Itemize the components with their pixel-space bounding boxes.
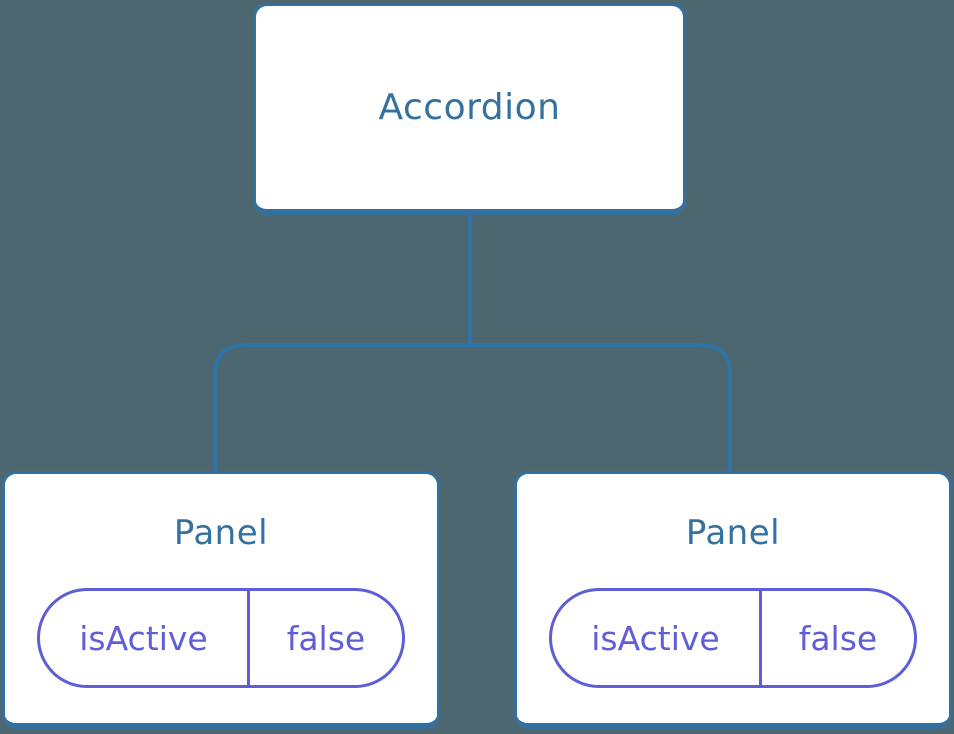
state-pill: isActive false (549, 588, 917, 688)
state-pill-name: isActive (40, 591, 250, 685)
node-panel-2-title: Panel (685, 513, 781, 553)
node-panel-1: Panel isActive false (2, 471, 440, 729)
state-pill-value: false (798, 618, 878, 658)
node-panel-1-title: Panel (173, 513, 269, 553)
state-pill-value: false (286, 618, 366, 658)
node-accordion: Accordion (253, 3, 686, 215)
node-accordion-label: Accordion (378, 87, 561, 128)
state-pill: isActive false (37, 588, 405, 688)
state-pill-name: isActive (552, 591, 762, 685)
node-panel-2: Panel isActive false (514, 471, 952, 729)
connector-branch (213, 343, 732, 471)
